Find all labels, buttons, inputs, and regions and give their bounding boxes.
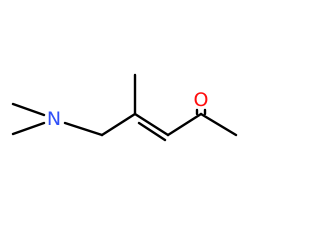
bond-n-methyl-upper: [11, 102, 46, 117]
bond-n-methyl-lower: [11, 121, 46, 136]
molecule-structure: N O: [11, 73, 238, 142]
oxygen-atom-label: O: [194, 89, 209, 111]
bond-ch2-alkene: [100, 112, 137, 137]
bond-alkene-carbonyl: [166, 112, 203, 137]
bond-alkene-double-inner: [137, 121, 167, 142]
nitrogen-atom-label: N: [47, 108, 61, 130]
bond-n-ch2: [63, 121, 104, 137]
bond-carbonyl-methyl: [199, 112, 238, 137]
bond-alkene-double-outer: [133, 112, 170, 137]
